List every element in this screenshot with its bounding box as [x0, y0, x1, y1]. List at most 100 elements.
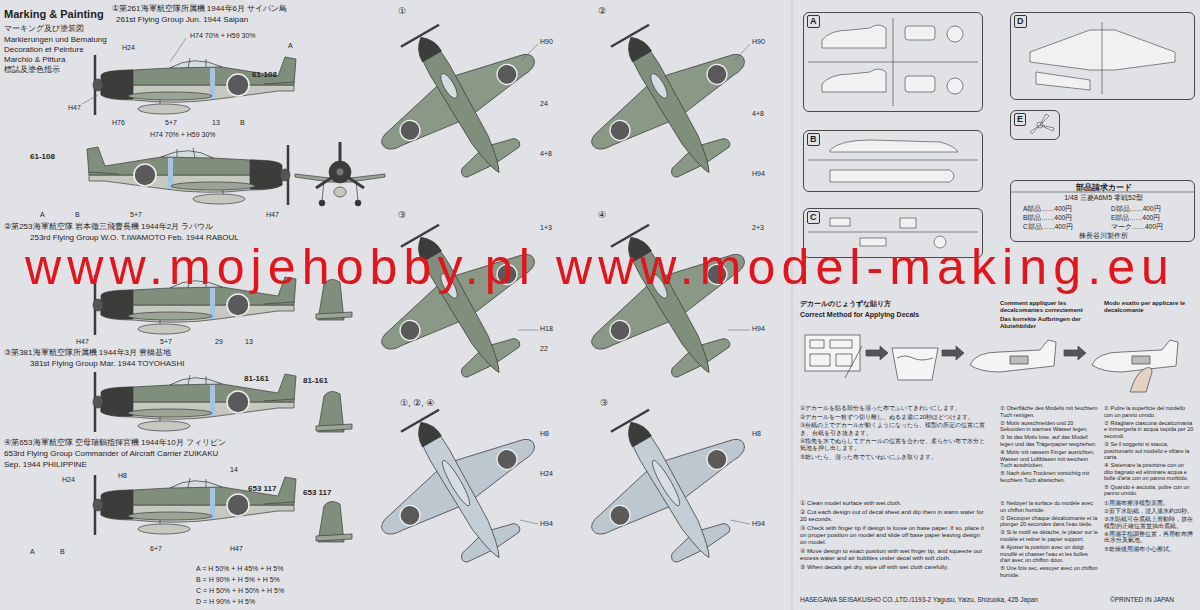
tree-letter: A: [807, 15, 820, 28]
color-callout: A: [30, 548, 35, 556]
color-callout: H94: [752, 325, 765, 333]
color-callout: H24: [122, 44, 135, 52]
sheet-heading: 標誌及塗色指示: [4, 65, 60, 75]
decal-step: ④ Ajuster la position avec un doigt moui…: [1000, 544, 1098, 564]
scheme-number: ②: [598, 6, 606, 17]
color-callout: H8: [540, 430, 549, 438]
parts-tree-frame: B: [803, 130, 983, 192]
card-maker: 株長谷川製作所: [1079, 232, 1128, 240]
color-callout: 13: [245, 338, 253, 346]
decal-step: ②デカールを一枚ずつ切り離し、ぬるま湯に20秒ほどつけます。: [800, 414, 986, 421]
tail-code: 81-161: [303, 376, 328, 386]
section-heading: Das korrekte Aufbringen der Abziehbilder: [1000, 316, 1098, 330]
scheme-caption: 261st Flying Group Jun. 1944 Saipan: [116, 15, 248, 25]
scheme-caption: 381st Flying Group Mar. 1944 TOYOHASHI: [30, 359, 184, 369]
sheet-title: Marking & Painting: [4, 8, 104, 21]
card-heading: 部品請求カード: [1076, 183, 1132, 192]
color-callout: H8: [752, 430, 761, 438]
decal-step: ① Oberfläche des Modells mit feuchtem Tu…: [1000, 405, 1098, 418]
color-callout: H24: [540, 470, 553, 478]
scheme-number: ④: [598, 210, 606, 221]
tree-letter: B: [807, 133, 820, 146]
tree-letter: E: [1014, 113, 1026, 126]
decal-step: ③ Se il soggetto si stacca, posizionarlo…: [1104, 441, 1194, 461]
scheme-caption: ③第381海軍航空隊所属機 1944年3月 豊橋基地: [4, 348, 171, 358]
decal-step: ③ Check with finger tip if design is loo…: [800, 525, 986, 547]
card-price: マーク……400円: [1111, 223, 1163, 231]
color-callout: A: [40, 211, 45, 219]
color-callout: H94: [540, 520, 553, 528]
scheme-caption: ②第253海軍航空隊 岩本徹三飛曹長機 1944年2月 ラバウル: [4, 222, 213, 232]
color-mix-note: C = H 50% + H 50% + H 5%: [196, 587, 284, 595]
color-callout: 14: [230, 466, 238, 474]
card-price: A部品……400円: [1023, 205, 1072, 213]
tail-code: 81-161: [244, 374, 269, 384]
color-callout: H94: [752, 170, 765, 178]
decal-step: ② Cut each design out of decal sheet and…: [800, 509, 986, 523]
color-callout: H47: [230, 545, 243, 553]
decal-step: ①用濕布擦淨模型表面。: [1104, 500, 1194, 507]
color-callout: H74 70% + H59 30%: [190, 32, 256, 40]
decal-step: ① Clean model surface with wet cloth.: [800, 500, 986, 507]
decal-step: ③ Ist das Motiv lose, auf das Modell leg…: [1000, 434, 1098, 447]
tail-code: 653 117: [303, 488, 331, 498]
decal-step: ③水貼紙可在底紙上滑動時，放在模型的正確位置並抽出底紙。: [1104, 516, 1194, 529]
decal-step: ⑤乾燥後用濕布小心擦拭。: [1104, 546, 1194, 553]
color-callout: 6+7: [150, 545, 162, 553]
scheme-number: ③: [398, 210, 406, 221]
card-price: B部品……400円: [1023, 214, 1072, 222]
sheet-heading: Markierungen und Bemalung: [4, 35, 107, 45]
tree-letter: D: [1014, 15, 1027, 28]
color-callout: H74 70% + H59 30%: [150, 131, 216, 139]
color-callout: 13: [212, 119, 220, 127]
decal-step: ③ Si le motif se détache, le placer sur …: [1000, 529, 1098, 542]
scheme-number: ③: [600, 398, 608, 409]
sheet-heading: Marchio & Pittura: [4, 55, 65, 65]
color-callout: B: [240, 119, 245, 127]
color-callout: A: [288, 42, 293, 50]
scheme-caption: Sep. 1944 PHILIPPINE: [4, 460, 87, 470]
color-callout: H90: [540, 38, 553, 46]
sheet-heading: マーキング及び塗装図: [4, 24, 84, 34]
decal-step: ⑤ Nach dem Trocknen vorsichtig mit feuch…: [1000, 470, 1098, 483]
decal-step: ② Ritagliare ciascuna decalcomania e imm…: [1104, 420, 1194, 440]
scheme-caption: 653rd Flying Group Commander of Aircraft…: [4, 449, 218, 459]
parts-tree-frame: A: [803, 12, 983, 112]
decal-step: ④ Motiv mit nassem Finger ausrichten, Wa…: [1000, 449, 1098, 469]
decal-step: ④ Move design to exact position with wet…: [800, 548, 986, 562]
scheme-caption: ①第261海軍航空隊所属機 1944年6月 サイパン島: [112, 4, 287, 14]
decal-step: ⑤ Une fois sec, essuyer avec un chiffon …: [1000, 565, 1098, 578]
print-note: ©PRINTED IN JAPAN: [1110, 596, 1174, 604]
watermark: www.mojehobby.pl www.model-making.eu: [25, 242, 1175, 292]
tail-code: 653 117: [248, 484, 276, 494]
scheme-caption: ④第653海軍航空隊 空母瑞鶴指揮官機 1944年10月 フィリピン: [4, 438, 226, 448]
color-callout: H90: [752, 38, 765, 46]
color-callout: H24: [62, 476, 75, 484]
color-callout: H47: [76, 338, 89, 346]
color-callout: 2+3: [752, 224, 764, 232]
tail-code: 61-108: [30, 152, 55, 162]
color-callout: 5+7: [130, 211, 142, 219]
decal-step: ② Motiv ausschneiden und 20 Sekunden in …: [1000, 420, 1098, 433]
card-price: D部品……400円: [1111, 205, 1161, 213]
color-callout: 24: [540, 100, 548, 108]
parts-order-card: 部品請求カード 1/48 三菱A6M5 零戦52型 A部品……400円 D部品……40…: [1010, 180, 1195, 242]
color-callout: H47: [266, 211, 279, 219]
section-heading: Correct Method for Applying Decals: [800, 311, 919, 319]
scheme-number: ①: [398, 6, 406, 17]
decal-step: ④用濕手指調整位置，再用軟布擠出水分及氣泡。: [1104, 531, 1194, 544]
parts-tree-frame: D: [1010, 12, 1195, 100]
decal-step: ② Découper chaque décalcomanie et la plo…: [1000, 515, 1098, 528]
color-callout: B: [60, 548, 65, 556]
color-callout: H94: [752, 520, 765, 528]
card-model: 1/48 三菱A6M5 零戦52型: [1064, 194, 1143, 202]
color-callout: H76: [112, 119, 125, 127]
decal-step: ④ Sistemare la posizione con un dito bag…: [1104, 462, 1194, 482]
card-price: E部品……400円: [1111, 214, 1160, 222]
color-callout: H47: [68, 104, 81, 112]
color-callout: 1+3: [540, 224, 552, 232]
decal-step: ① Pulire la superficie del modello con u…: [1104, 405, 1194, 418]
color-mix-note: D = H 90% + H 5%: [196, 598, 255, 606]
section-heading: Modo esatto per applicare le decalcomani…: [1104, 300, 1194, 314]
